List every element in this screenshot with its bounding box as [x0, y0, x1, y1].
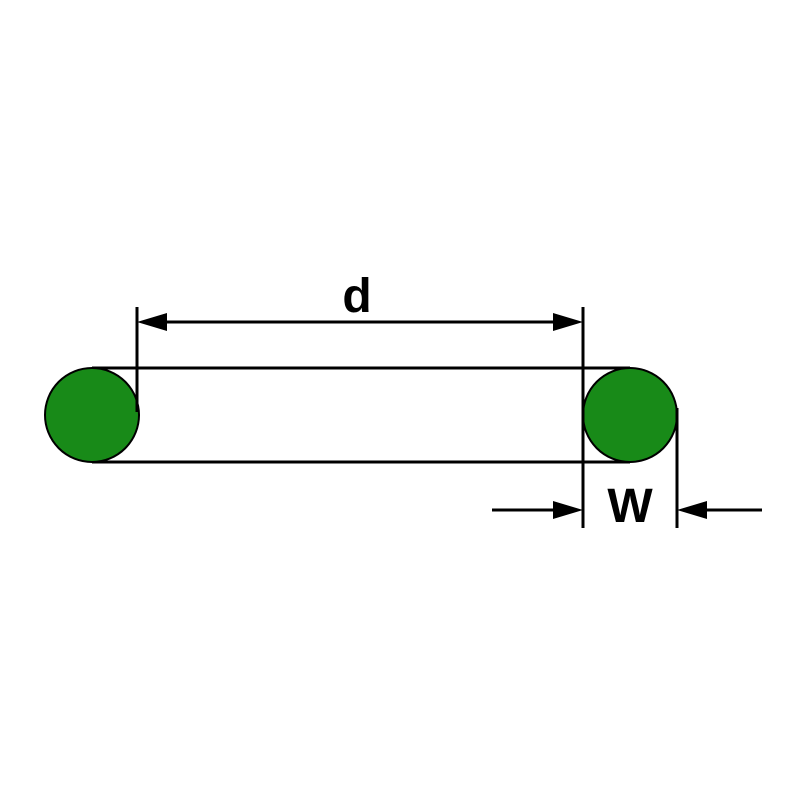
arrowhead-d-left — [137, 313, 167, 331]
arrowhead-w-left — [553, 501, 583, 519]
oring-cross-section-right — [582, 367, 678, 463]
label-cross-section-width: W — [607, 480, 653, 533]
oring-cross-section-left — [44, 367, 140, 463]
arrowhead-d-right — [553, 313, 583, 331]
arrowhead-w-right — [677, 501, 707, 519]
label-inner-diameter: d — [342, 270, 371, 323]
